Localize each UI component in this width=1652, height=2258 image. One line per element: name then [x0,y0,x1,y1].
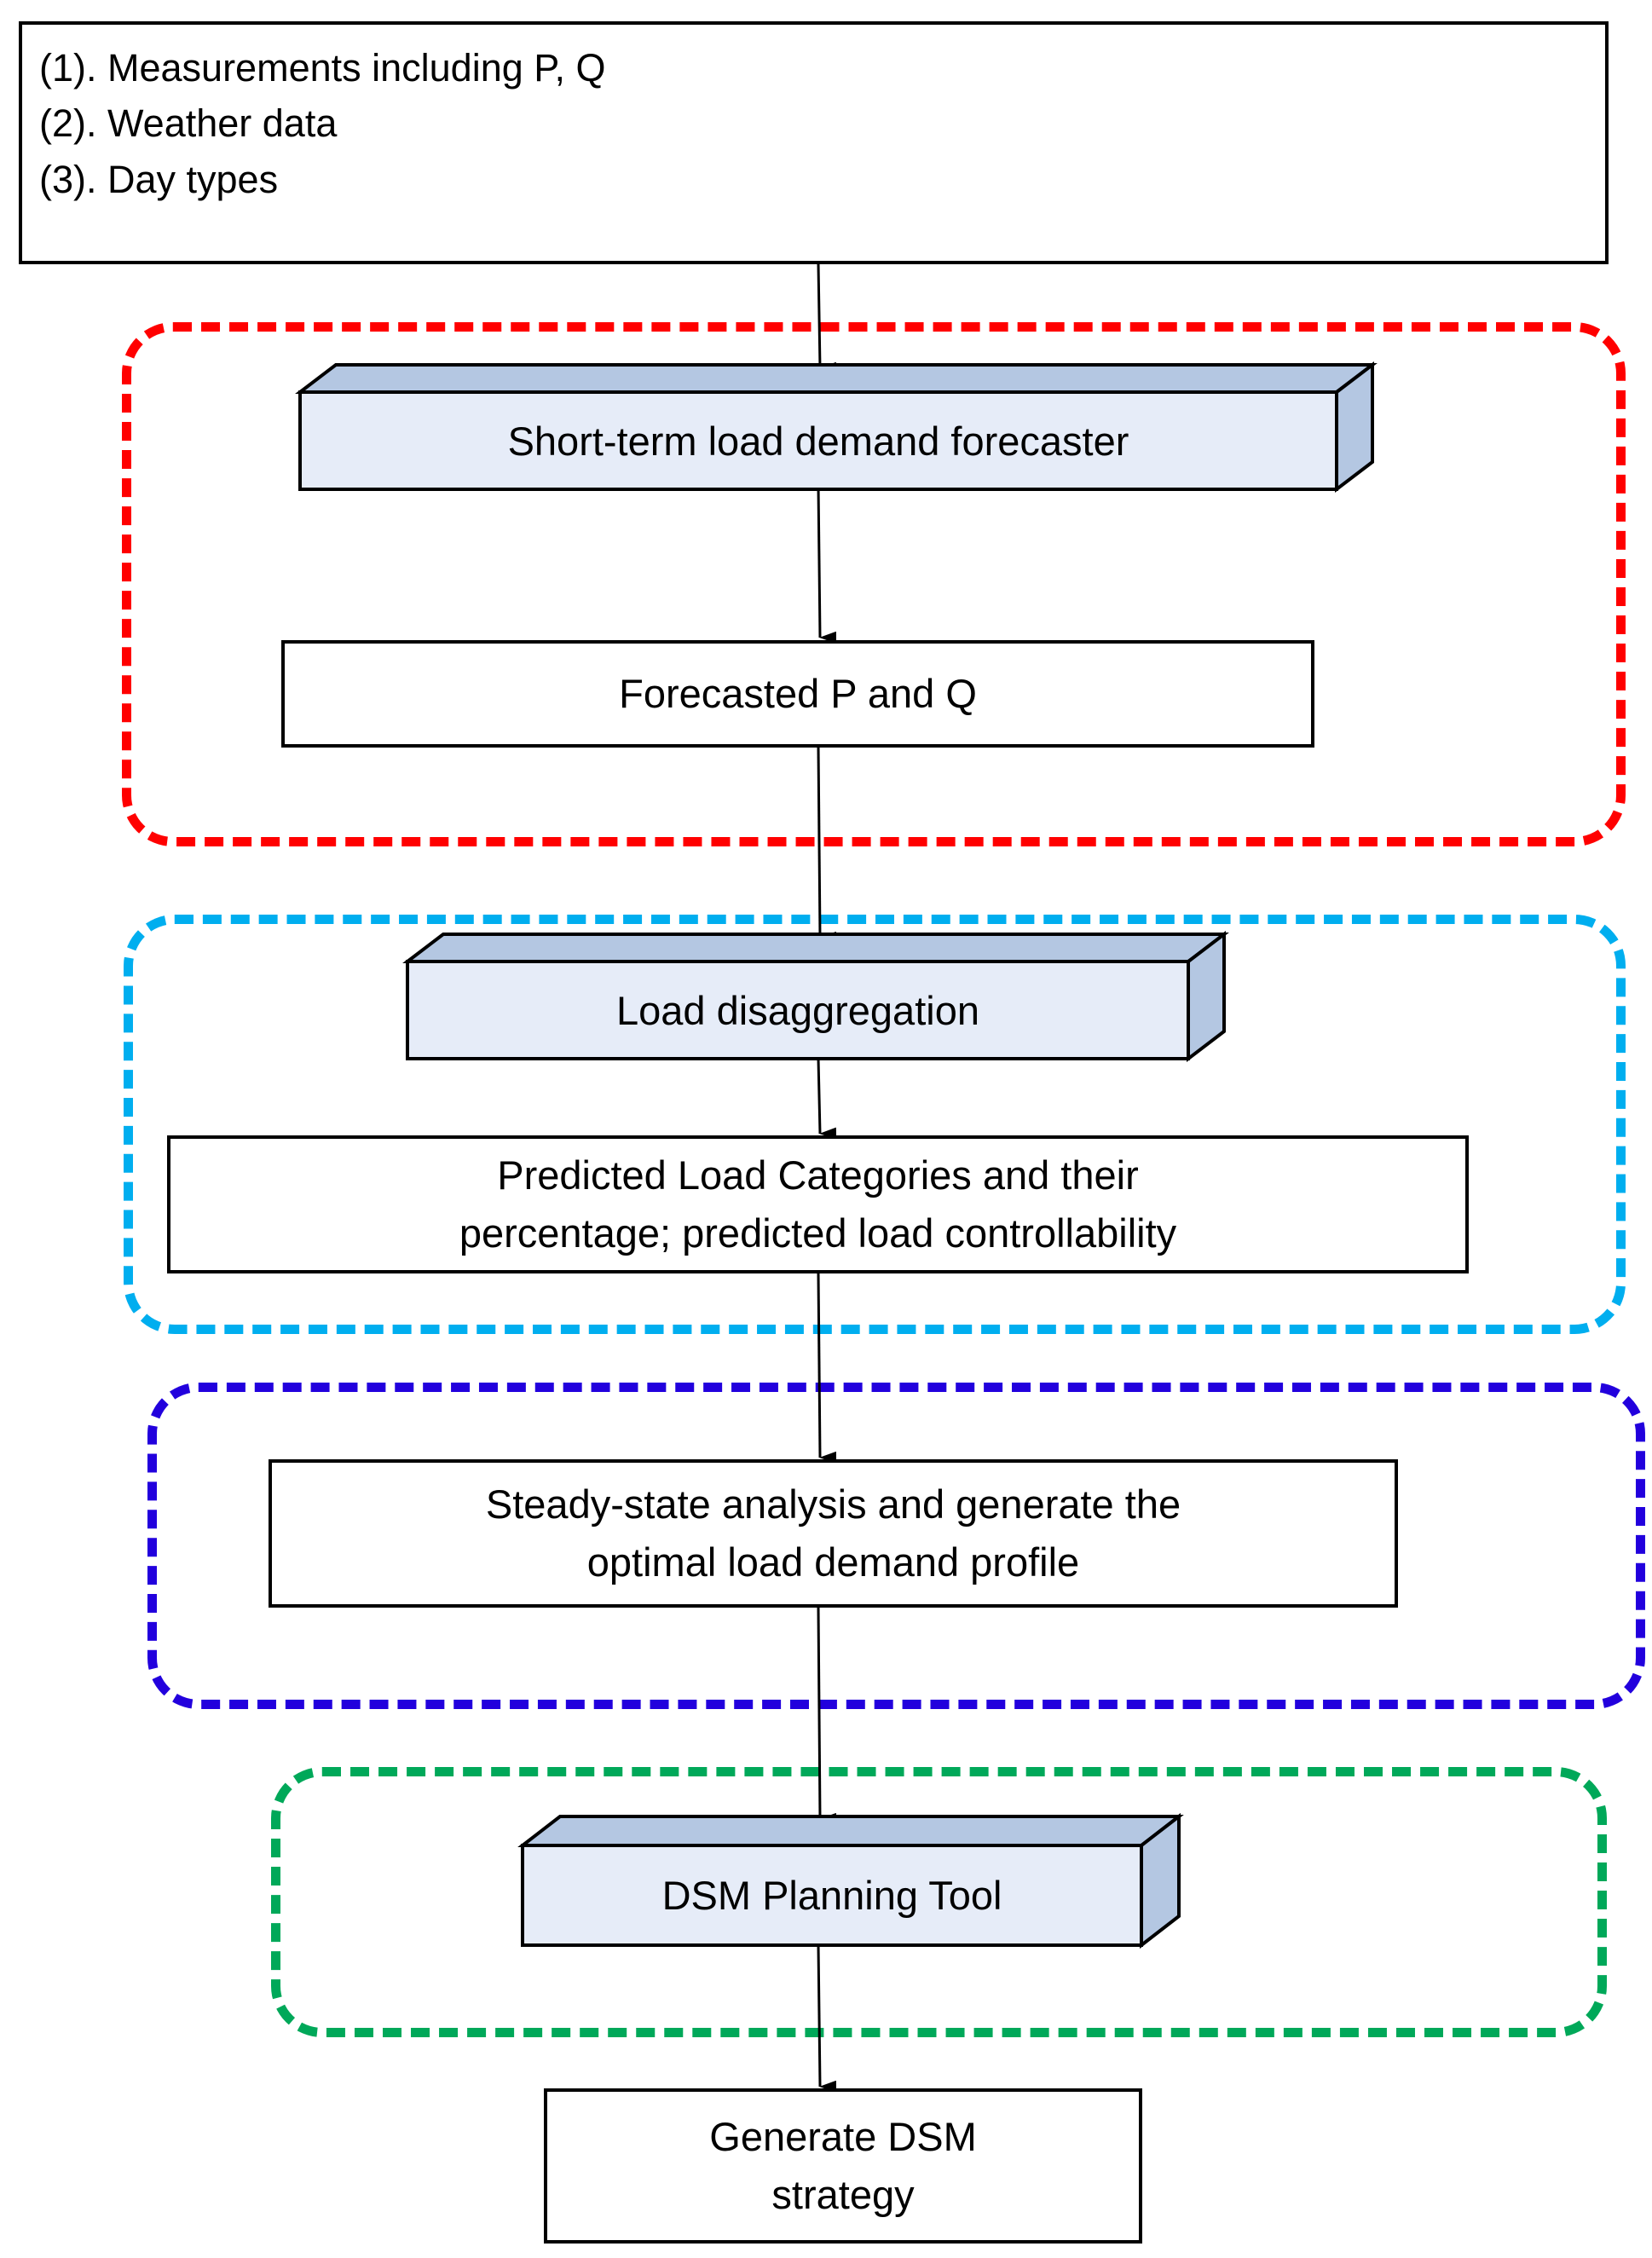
group-stage-forecasting [122,322,1626,846]
group-stage-disaggregation [124,915,1626,1334]
group-stage-planning [271,1767,1607,2037]
group-stage-analysis [147,1383,1645,1709]
node-inputs-label: (1). Measurements including P, Q (2). We… [39,46,606,201]
node-steady-state-label: Steady-state analysis and generate the o… [485,1481,1181,1585]
node-dsm-output: Generate DSM strategy [544,2088,1142,2244]
node-forecaster: Short-term load demand forecaster [295,361,1378,494]
node-dsm-tool: DSM Planning Tool [517,1812,1184,1949]
node-forecast-output-label: Forecasted P and Q [619,670,977,716]
node-disaggregation: Load disaggregation [402,930,1229,1063]
node-forecast-output: Forecasted P and Q [281,640,1314,748]
node-disaggregation-output-label: Predicted Load Categories and their perc… [459,1152,1177,1256]
node-steady-state: Steady-state analysis and generate the o… [269,1459,1398,1608]
node-disaggregation-output: Predicted Load Categories and their perc… [167,1135,1469,1273]
node-dsm-output-label: Generate DSM strategy [709,2113,977,2217]
node-inputs: (1). Measurements including P, Q (2). We… [19,21,1609,264]
